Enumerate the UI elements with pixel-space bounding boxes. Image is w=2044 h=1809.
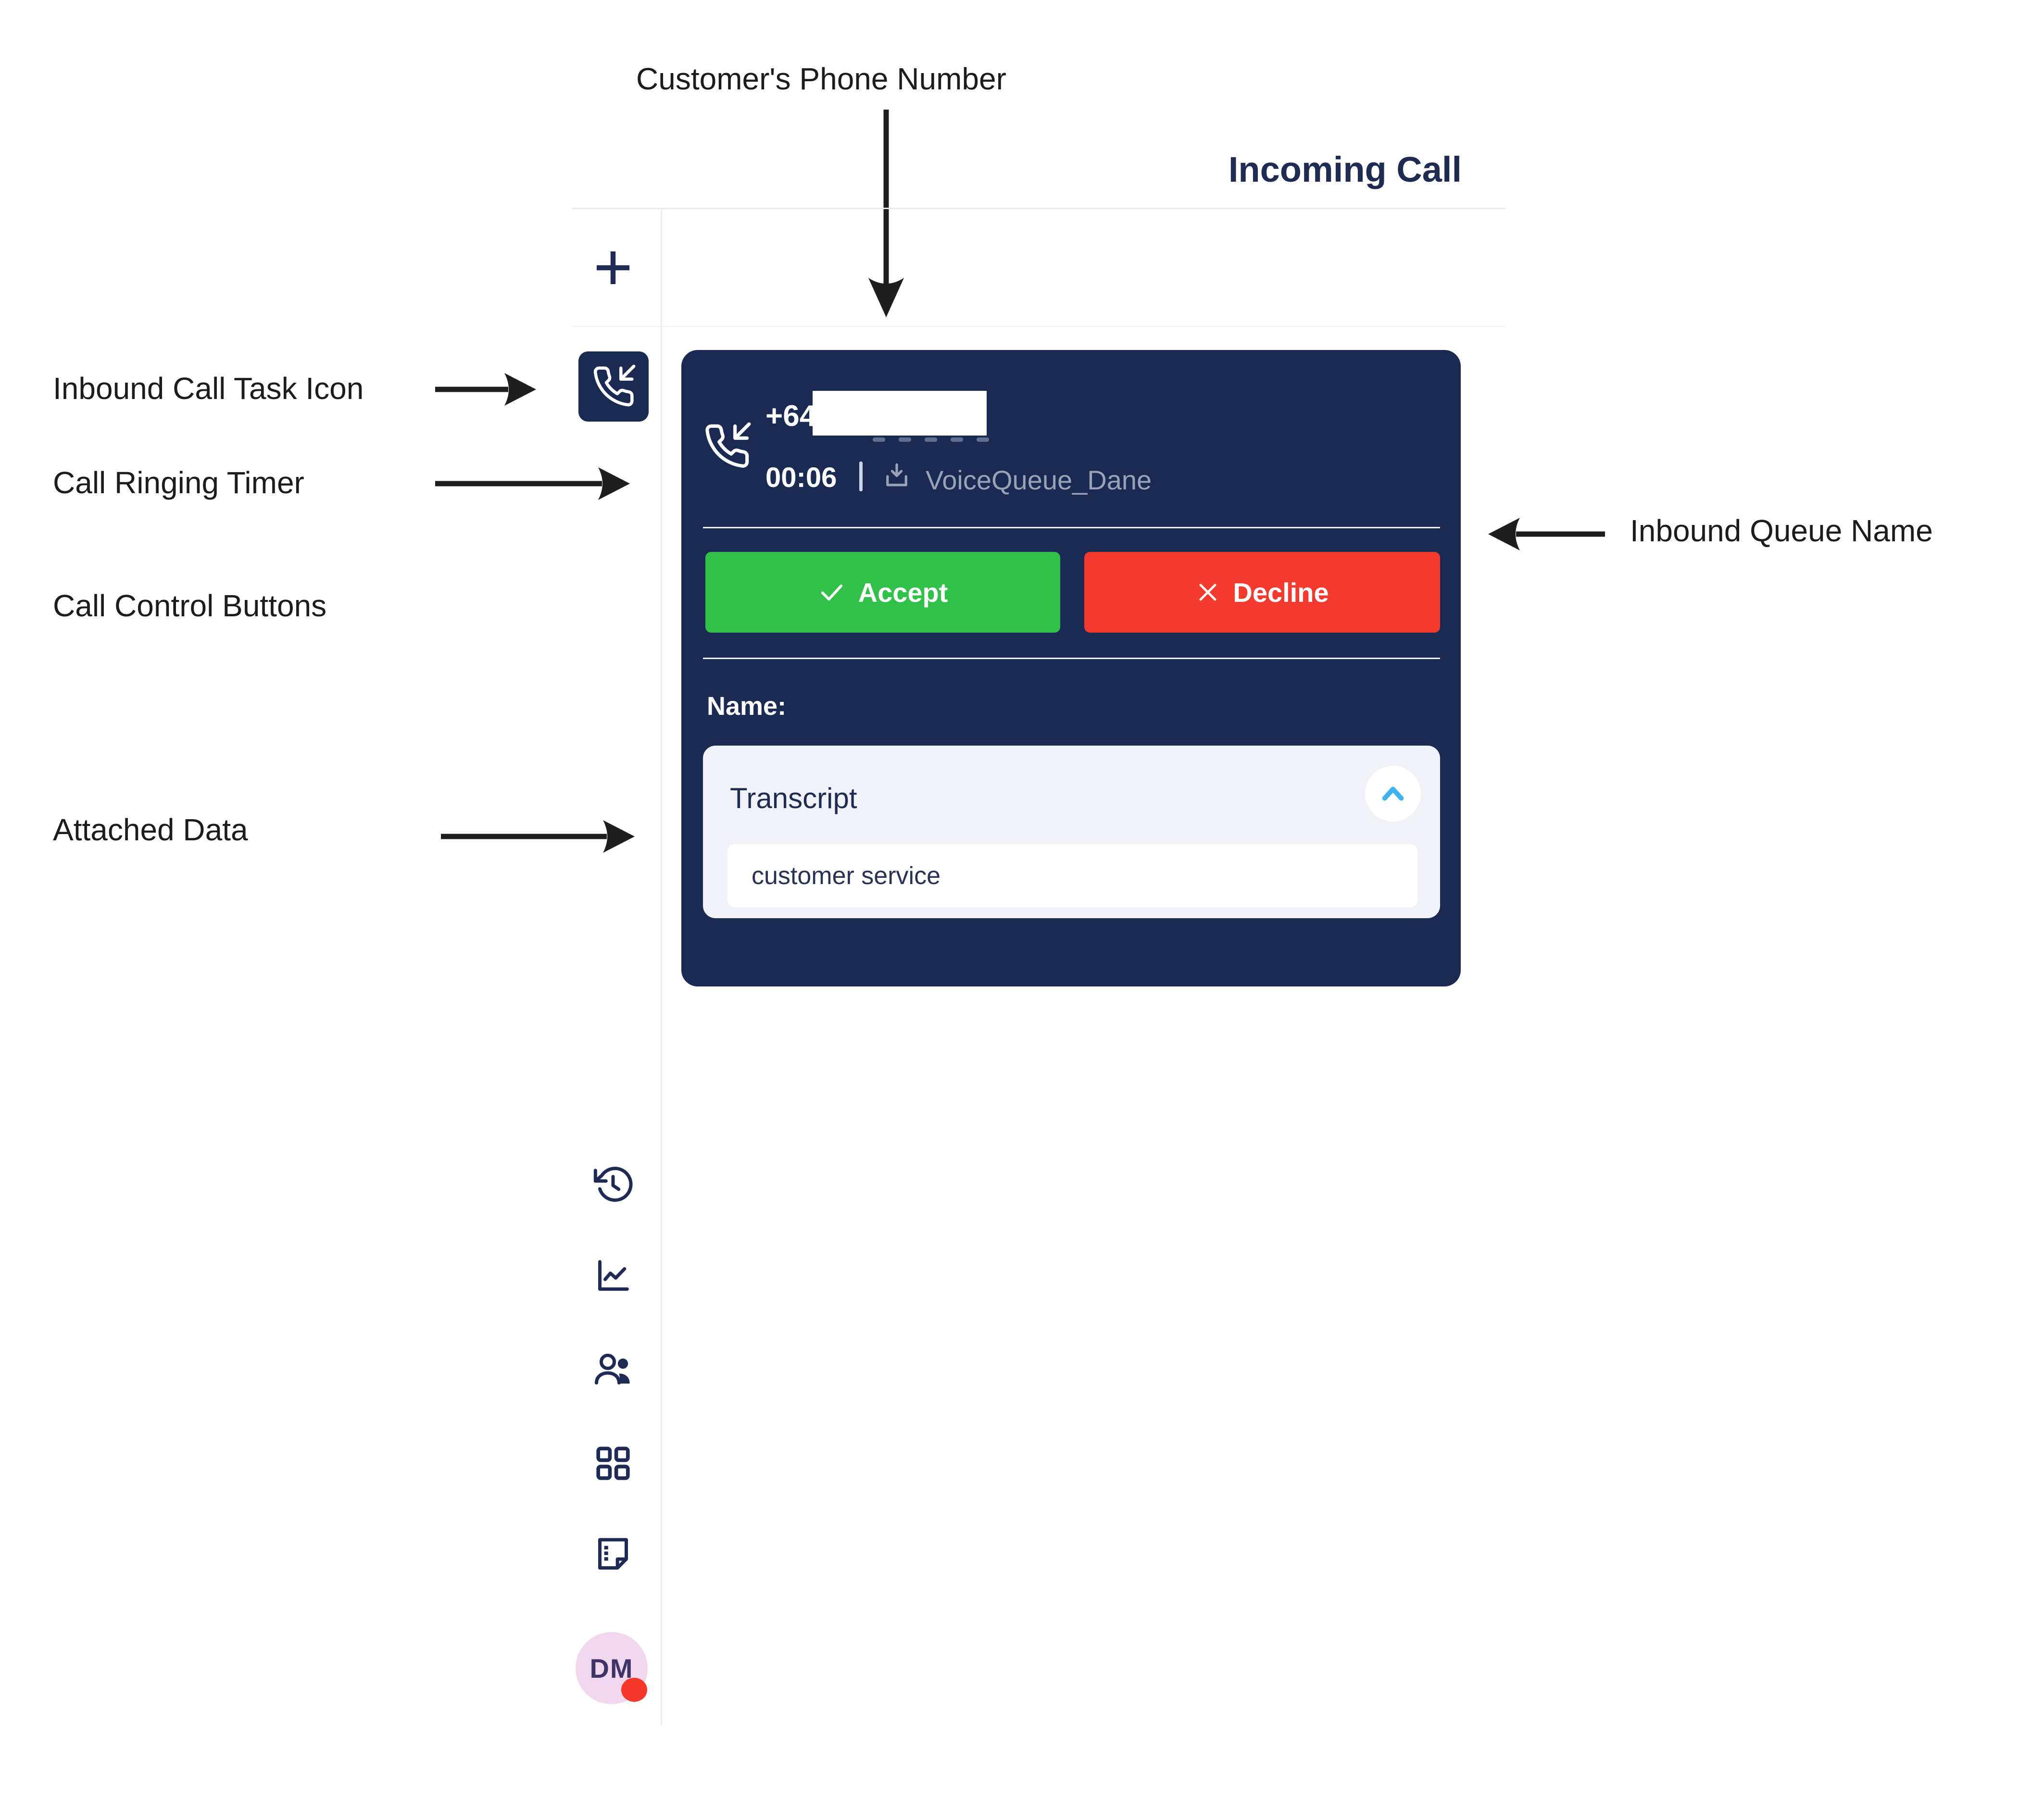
agents-icon [595, 1353, 630, 1385]
arrow-left-inbound-queue [1488, 518, 1605, 550]
sidebar-item-notes[interactable] [590, 1532, 636, 1577]
call-ringing-timer: 00:06 [765, 462, 837, 493]
accept-button-label: Accept [858, 577, 948, 608]
incoming-call-card: +64 00:06 VoiceQueue_Dane Accept [681, 350, 1461, 986]
line-chart-icon [598, 1260, 629, 1291]
annotation-call-control-buttons: Call Control Buttons [53, 588, 327, 623]
phone-incoming-icon [705, 422, 751, 468]
decline-button-label: Decline [1233, 577, 1329, 608]
notes-icon [598, 1538, 628, 1570]
accept-button[interactable]: Accept [705, 552, 1060, 633]
sidebar-item-reports[interactable] [590, 1253, 636, 1298]
customer-phone-number: +64 [765, 399, 816, 433]
separator-bar [859, 462, 863, 491]
redaction-dash [899, 437, 911, 442]
grid-icon [596, 1447, 630, 1480]
transcript-value-box: customer service [727, 844, 1417, 907]
x-icon [1199, 584, 1216, 601]
avatar-initials: DM [589, 1653, 634, 1684]
history-icon [593, 1167, 633, 1202]
sidebar-item-agents[interactable] [590, 1347, 636, 1392]
redaction-dash [925, 437, 937, 442]
transcript-title: Transcript [730, 782, 857, 814]
card-divider-bottom [703, 658, 1440, 659]
collapse-toggle[interactable] [1365, 766, 1421, 822]
sidebar-divider [661, 208, 662, 1726]
attached-data-panel: Transcript customer service [703, 746, 1440, 918]
arrow-right-attached-data [441, 820, 635, 853]
inbound-call-task-tile[interactable] [578, 351, 649, 422]
sidebar-item-history[interactable] [590, 1162, 636, 1207]
toolbar-divider [572, 326, 1505, 327]
redaction-dash [951, 437, 963, 442]
phone-number-redaction [813, 391, 987, 436]
arrow-right-task-icon [435, 373, 536, 406]
plus-icon [597, 251, 629, 284]
download-icon [886, 463, 907, 487]
inbound-queue-name: VoiceQueue_Dane [926, 465, 1152, 495]
name-label: Name: [707, 692, 787, 721]
check-icon [821, 584, 842, 601]
header-divider [572, 208, 1505, 209]
annotation-call-ringing-timer: Call Ringing Timer [53, 465, 304, 500]
card-divider-top [703, 527, 1440, 528]
arrow-down-customer-phone [868, 110, 904, 317]
sidebar-item-apps-grid[interactable] [590, 1441, 636, 1486]
chevron-up-icon [1382, 786, 1404, 801]
presence-status-dot [621, 1678, 647, 1702]
redaction-dash [873, 437, 885, 442]
add-task-button[interactable] [589, 243, 638, 292]
annotation-inbound-queue-name: Inbound Queue Name [1630, 513, 1933, 548]
arrow-right-ringing-timer [435, 467, 630, 500]
annotation-attached-data: Attached Data [53, 812, 248, 847]
annotation-customer-phone-number: Customer's Phone Number [636, 62, 1006, 96]
decline-button[interactable]: Decline [1084, 552, 1440, 633]
transcript-value: customer service [752, 861, 940, 890]
redaction-dash [977, 437, 989, 442]
phone-incoming-icon [593, 364, 636, 407]
page-title: Incoming Call [1228, 150, 1462, 189]
annotation-inbound-call-task-icon: Inbound Call Task Icon [53, 371, 364, 406]
